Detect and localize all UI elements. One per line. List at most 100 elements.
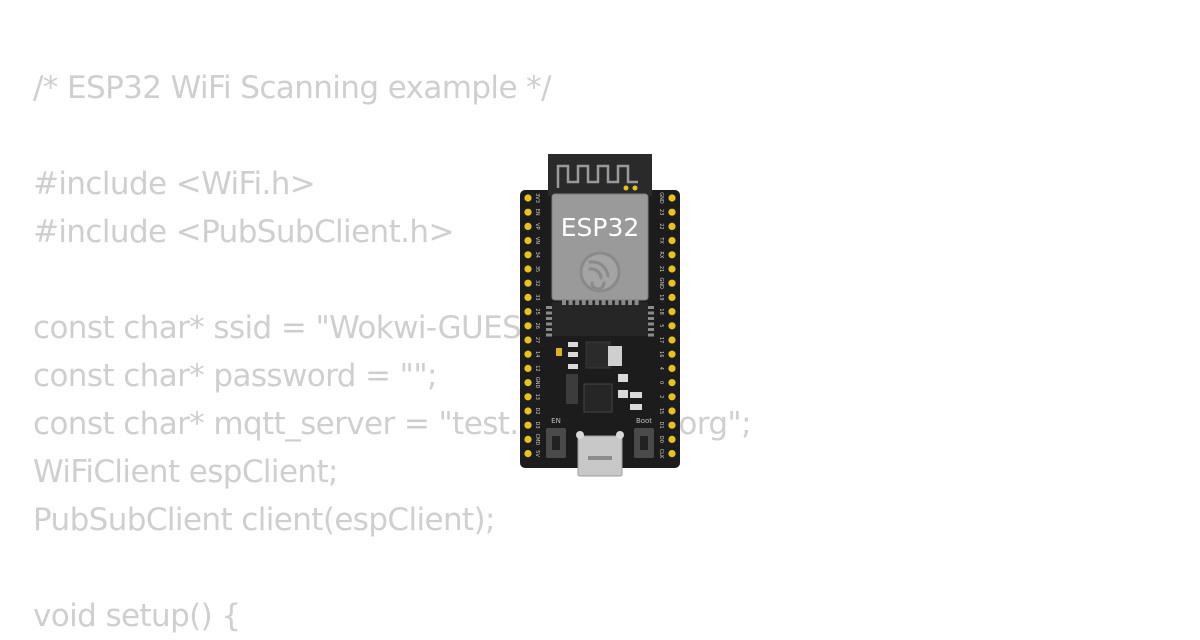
module-pad — [568, 300, 573, 305]
left-pin-label: 5V — [534, 450, 540, 457]
left-pin[interactable] — [524, 322, 532, 330]
left-pin[interactable] — [524, 393, 532, 401]
left-pin-label: 27 — [534, 337, 540, 343]
left-pin-label: 13 — [534, 394, 540, 400]
left-pin[interactable] — [524, 350, 532, 358]
left-pin[interactable] — [524, 450, 532, 458]
right-pin[interactable] — [668, 237, 676, 245]
code-line — [33, 544, 751, 592]
right-pin-label: 4 — [658, 367, 664, 370]
right-pin[interactable] — [668, 407, 676, 415]
module-pad — [628, 300, 632, 305]
module-pad — [621, 300, 626, 305]
right-pin[interactable] — [668, 279, 676, 287]
right-pin[interactable] — [668, 251, 676, 259]
right-pin-label: 15 — [658, 408, 664, 414]
module-pad — [581, 300, 586, 305]
left-pin[interactable] — [524, 293, 532, 301]
right-pin-label: TX — [658, 236, 664, 244]
left-pin-label: 25 — [534, 308, 540, 314]
right-pin-label: 17 — [658, 337, 664, 343]
en-label: EN — [551, 417, 561, 425]
left-pin[interactable] — [524, 435, 532, 443]
right-pin[interactable] — [668, 308, 676, 316]
right-pin[interactable] — [668, 393, 676, 401]
right-pin-label: 21 — [658, 266, 664, 272]
code-line: /* ESP32 WiFi Scanning example */ — [33, 70, 552, 106]
left-pin[interactable] — [524, 265, 532, 273]
module-pad — [614, 300, 619, 305]
right-pin[interactable] — [668, 364, 676, 372]
left-pin[interactable] — [524, 208, 532, 216]
left-pin-label: 33 — [534, 294, 540, 300]
left-pin[interactable] — [524, 251, 532, 259]
left-pin[interactable] — [524, 279, 532, 287]
left-pin[interactable] — [524, 364, 532, 372]
module-pad — [562, 300, 566, 305]
left-pin-label: 12 — [534, 365, 540, 371]
right-pin[interactable] — [668, 222, 676, 230]
left-pin-label: 3V3 — [534, 193, 540, 203]
right-pin-label: RX — [658, 251, 664, 258]
right-pin[interactable] — [668, 208, 676, 216]
code-line: const char* password = ""; — [33, 358, 437, 394]
left-pin-label: 32 — [534, 280, 540, 286]
right-pin-label: GND — [658, 277, 664, 289]
right-pin[interactable] — [668, 450, 676, 458]
left-pin-label: 34 — [534, 252, 540, 258]
right-pin[interactable] — [668, 336, 676, 344]
left-pin[interactable] — [524, 237, 532, 245]
right-pin-label: D1 — [658, 422, 664, 429]
module-pad — [648, 328, 654, 331]
left-pin-label: 35 — [534, 266, 540, 272]
right-pin[interactable] — [668, 265, 676, 273]
right-pin[interactable] — [668, 322, 676, 330]
module-pad — [546, 317, 552, 320]
right-pin[interactable] — [668, 435, 676, 443]
code-line: PubSubClient client(espClient); — [33, 502, 496, 538]
module-pad — [546, 311, 552, 315]
left-pin[interactable] — [524, 308, 532, 316]
code-line: WiFiClient espClient; — [33, 454, 338, 490]
left-pin-label: 26 — [534, 323, 540, 329]
module-pad — [546, 328, 552, 331]
left-pin[interactable] — [524, 407, 532, 415]
right-pin[interactable] — [668, 350, 676, 358]
board-name: ESP32 — [561, 213, 640, 242]
right-pin-label: CLK — [658, 449, 664, 459]
smd-components — [556, 342, 642, 410]
left-pin-label: CMD — [534, 434, 540, 446]
module-pad-row — [546, 300, 654, 337]
left-pin[interactable] — [524, 421, 532, 429]
right-pin[interactable] — [668, 421, 676, 429]
module-pad — [546, 322, 552, 326]
module-pad — [648, 333, 654, 337]
antenna-trace — [556, 164, 638, 188]
right-pin-label: 23 — [658, 209, 664, 215]
module-pad — [648, 322, 654, 326]
right-pin-label: D0 — [658, 436, 664, 443]
right-pin[interactable] — [668, 379, 676, 387]
module-pad — [648, 311, 654, 315]
boot-label: Boot — [636, 417, 652, 425]
right-pin-label: 18 — [658, 308, 664, 314]
left-pin[interactable] — [524, 336, 532, 344]
right-pin-label: 5 — [658, 324, 664, 327]
espressif-logo-icon — [579, 251, 621, 293]
module-pad — [608, 300, 613, 305]
left-pin-label: EN — [534, 209, 540, 216]
left-pin[interactable] — [524, 379, 532, 387]
left-pin-header: 3V3ENVPVN343532332526271412GND13D2D3CMD5… — [524, 193, 540, 457]
left-pin-label: D3 — [534, 422, 540, 429]
left-pin[interactable] — [524, 222, 532, 230]
right-pin[interactable] — [668, 293, 676, 301]
left-pin[interactable] — [524, 194, 532, 202]
module-pad — [595, 300, 599, 305]
right-pin-label: 16 — [658, 351, 664, 357]
diode — [608, 346, 622, 366]
right-pin-label: 19 — [658, 294, 664, 300]
code-line: #include <WiFi.h> — [33, 166, 316, 202]
right-pin-label: 2 — [658, 395, 664, 398]
module-pads — [552, 302, 648, 336]
right-pin[interactable] — [668, 194, 676, 202]
